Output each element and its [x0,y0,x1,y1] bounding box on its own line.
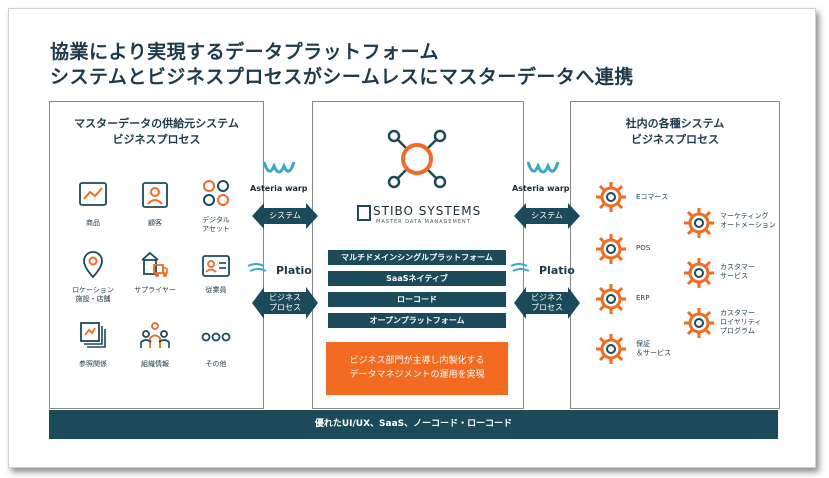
source-panel-title-2: ビジネスプロセス [112,133,201,146]
asteria-brand-left: Asteria warp [250,184,308,193]
highlight-line2: データマネジメントの運用を実現 [349,370,485,380]
business-arrow-left [252,287,318,319]
gear-label-erp: ERP [636,294,650,302]
system-arrow-left-label: システム [269,211,301,220]
asteria-logo-icon [262,161,296,174]
item-label-other: その他 [205,360,227,368]
item-label-supplier: サプライヤー [134,286,176,294]
supplier-truck-icon [141,251,168,277]
gear-label-marketing: マーケティング オートメーション [720,212,776,229]
stibo-brand-sub: MASTER DATA MANAGEMENT [376,219,471,225]
slide-title-line1: 協業により実現するデータプラットフォーム [50,41,440,63]
feature-saas: SaaSネイティブ [328,271,506,286]
gear-label-ecommerce: Eコマース [636,193,669,201]
employee-id-icon [202,255,230,277]
asteria-logo-icon-right [526,161,560,174]
item-label-org: 組織情報 [141,360,169,368]
platio-brand-right: Platio [539,264,575,277]
business-arrow-left-label: ビジネス プロセス [269,293,301,312]
feature-open: オープンプラットフォーム [328,313,506,328]
gear-label-loyalty: カスタマー ロイヤリティ プログラム [720,309,762,335]
asteria-brand-right: Asteria warp [512,184,570,193]
highlight-box: ビジネス部門が主導し内製化する データマネジメントの運用を実現 [326,342,508,395]
platio-logo-icon [247,263,267,272]
stibo-hub-icon [387,129,447,189]
gear-icon-loyalty [684,308,714,338]
gear-label-pos: POS [636,244,651,252]
platio-logo-icon-right [510,263,530,272]
internal-panel-title-2: ビジネスプロセス [631,133,719,146]
slide-title-line2: システムとビジネスプロセスがシームレスにマスターデータへ連携 [50,66,634,88]
digital-asset-icon [203,180,229,206]
source-panel-title-1: マスターデータの供給元システム [74,117,239,130]
source-systems-panel: マスターデータの供給元システム ビジネスプロセス [49,101,264,409]
business-arrow-right [514,287,580,319]
item-label-product: 商品 [86,219,100,227]
internal-panel-title-1: 社内の各種システム [625,117,725,130]
item-label-location: ロケーション 施設・店舗 [72,286,114,303]
business-arrow-right-label: ビジネス プロセス [531,293,563,312]
gear-icon-marketing [684,208,714,238]
system-arrow-right [514,203,580,229]
highlight-line1: ビジネス部門が主導し内製化する [349,356,485,366]
org-icon [140,322,170,348]
feature-lowcode: ローコード [328,292,506,307]
gear-icon-ecommerce [596,182,626,212]
gear-label-warranty: 保証 ＆サービス [636,340,671,357]
stibo-logo-icon [357,205,371,221]
person-card-icon [142,182,168,208]
item-label-customer: 顧客 [148,219,162,227]
system-arrow-right-label: システム [531,211,563,220]
system-arrow-left [252,203,318,229]
item-label-reference: 参照関係 [79,360,107,368]
item-label-employee: 従業員 [205,286,227,294]
item-label-digital-asset: デジタル アセット [202,216,230,233]
platio-brand-left: Platio [276,264,312,277]
more-dots-icon [201,332,231,342]
gear-icon-erp [596,284,626,314]
location-pin-icon [83,251,103,279]
chart-icon [79,182,107,206]
gear-icon-pos [596,234,626,264]
feature-multidomain: マルチドメインシングルプラットフォーム [328,250,506,265]
gear-icon-warranty [596,334,626,364]
reference-docs-icon [80,322,106,348]
stibo-brand: STIBO SYSTEMS [373,204,482,218]
gear-icon-customer-service [684,258,714,288]
gear-label-customer-service: カスタマー サービス [720,263,755,280]
bottom-bar: 優れたUI/UX、SaaS、ノーコード・ローコード [49,410,778,439]
